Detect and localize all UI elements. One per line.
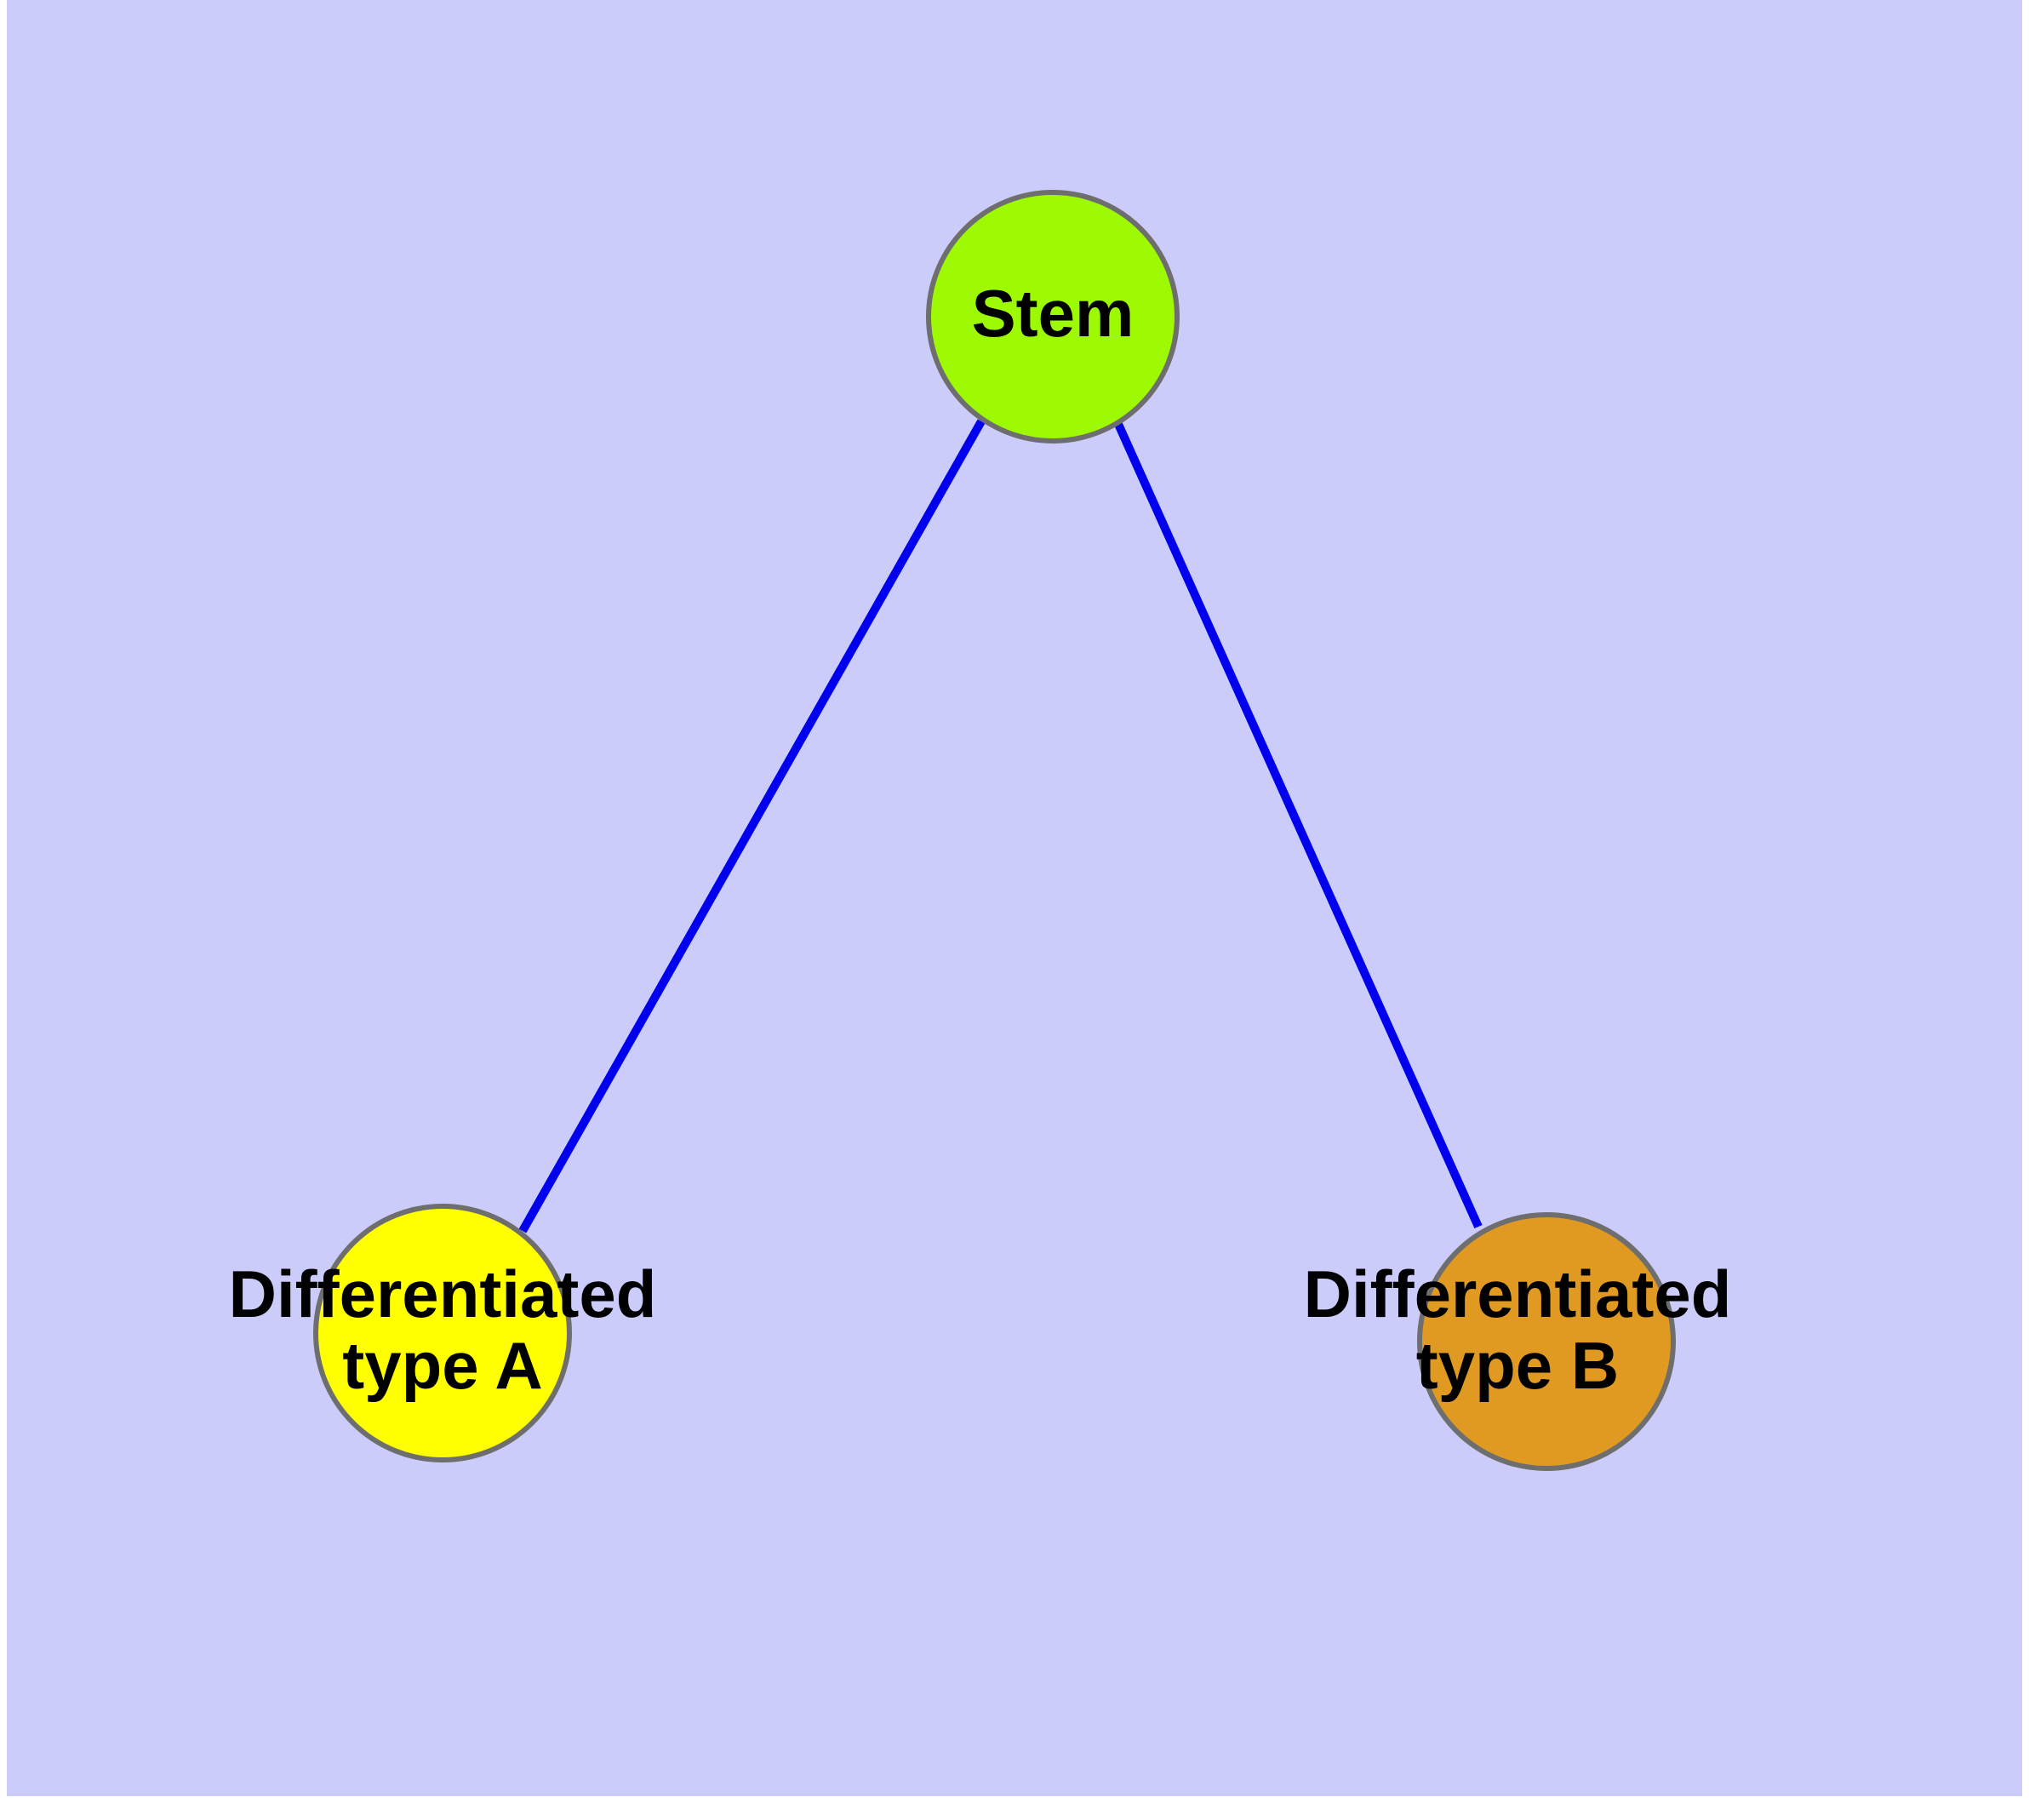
- edge-stem-to-differentiated-type-b: [1113, 420, 1483, 1229]
- nodes-layer: [313, 190, 1676, 1471]
- node-differentiated-type-b[interactable]: [1417, 1212, 1676, 1471]
- node-differentiated-type-a[interactable]: [313, 1204, 572, 1462]
- edges-layer: [518, 419, 1483, 1233]
- edge-stem-to-differentiated-type-a: [518, 419, 986, 1233]
- node-stem[interactable]: [926, 190, 1180, 444]
